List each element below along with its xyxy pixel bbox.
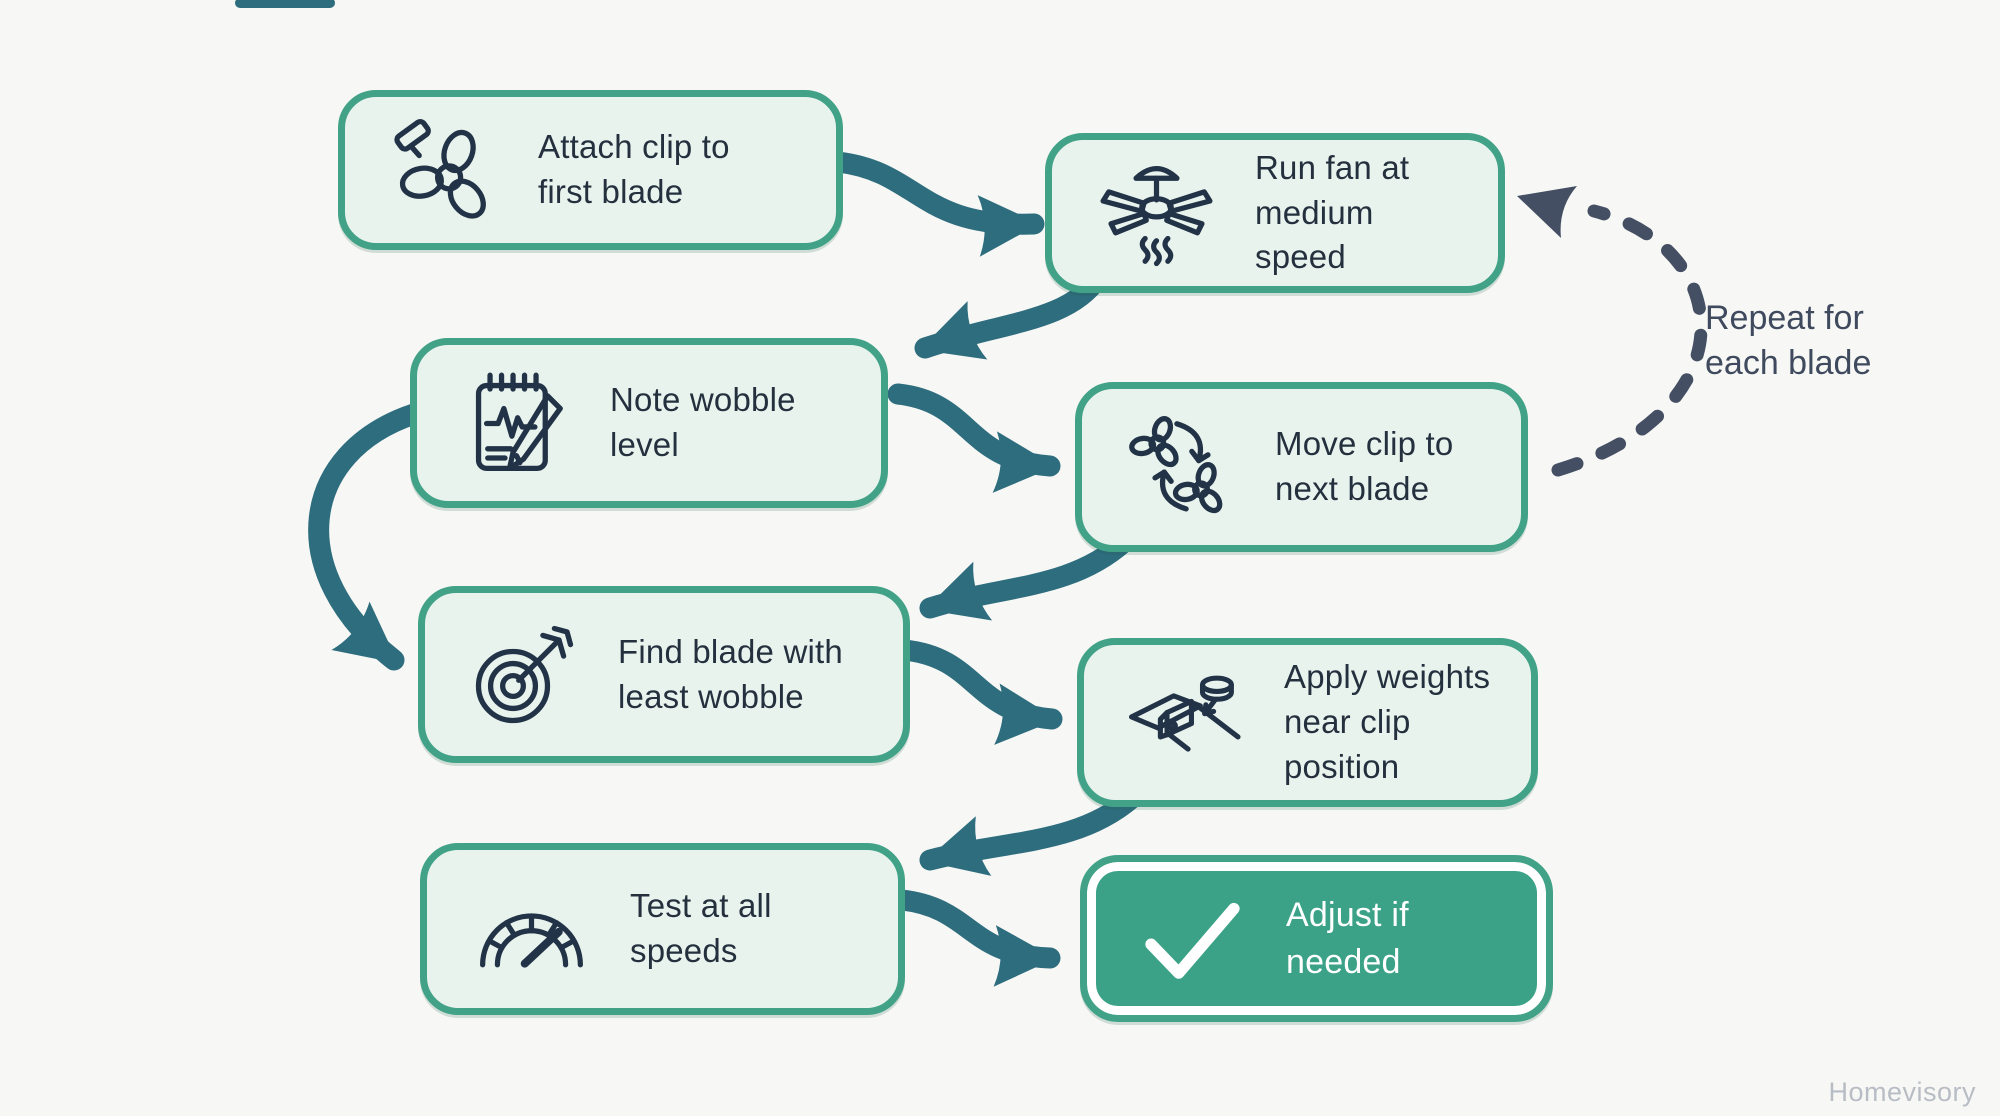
- step-label: Apply weights near clip position: [1284, 658, 1491, 785]
- step-label: Find blade with least wobble: [618, 632, 843, 715]
- arrow-note-to-move: [887, 383, 1061, 493]
- step-note-wobble: Note wobble level: [410, 338, 888, 508]
- ceiling-fan-icon: [1094, 156, 1219, 271]
- speedometer-icon: [469, 880, 594, 978]
- fan-with-clip-icon: [387, 113, 502, 228]
- arrow-note-to-find-left-arc: [308, 403, 425, 671]
- step-label: Test at all speeds: [630, 887, 772, 969]
- checkmark-icon: [1135, 881, 1250, 996]
- step-move-clip: Move clip to next blade: [1075, 382, 1528, 552]
- step-label: Move clip to next blade: [1275, 425, 1454, 507]
- step-label: Note wobble level: [610, 381, 796, 463]
- repeat-loop-arrow: [1517, 186, 1708, 477]
- blade-weight-icon: [1126, 665, 1248, 780]
- step-run-fan: Run fan at medium speed: [1045, 133, 1505, 293]
- watermark: Homevisory: [1828, 1077, 1976, 1107]
- repeat-note: Repeat for each blade: [1705, 299, 1872, 382]
- arrow-find-to-apply: [894, 639, 1063, 745]
- step-attach-clip: Attach clip to first blade: [338, 90, 843, 250]
- step-test-speeds: Test at all speeds: [420, 843, 905, 1015]
- step-label: Adjust if needed: [1286, 896, 1409, 981]
- arrow-move-to-find: [919, 531, 1135, 621]
- fan-rotate-cycle-icon: [1124, 410, 1239, 525]
- step-apply-weights: Apply weights near clip position: [1077, 638, 1538, 807]
- step-label: Attach clip to first blade: [538, 128, 730, 210]
- arrow-test-to-adjust: [891, 889, 1061, 987]
- repeat-arrowhead: [1517, 186, 1577, 238]
- arrow-apply-to-test: [919, 787, 1143, 876]
- target-arrow-icon: [467, 617, 582, 732]
- step-adjust-if-needed: Adjust if needed: [1080, 855, 1553, 1022]
- step-label: Run fan at medium speed: [1255, 148, 1410, 276]
- notepad-pencil-icon: [459, 366, 574, 481]
- step-find-blade: Find blade with least wobble: [418, 586, 910, 763]
- arrow-attach-to-run: [827, 151, 1045, 257]
